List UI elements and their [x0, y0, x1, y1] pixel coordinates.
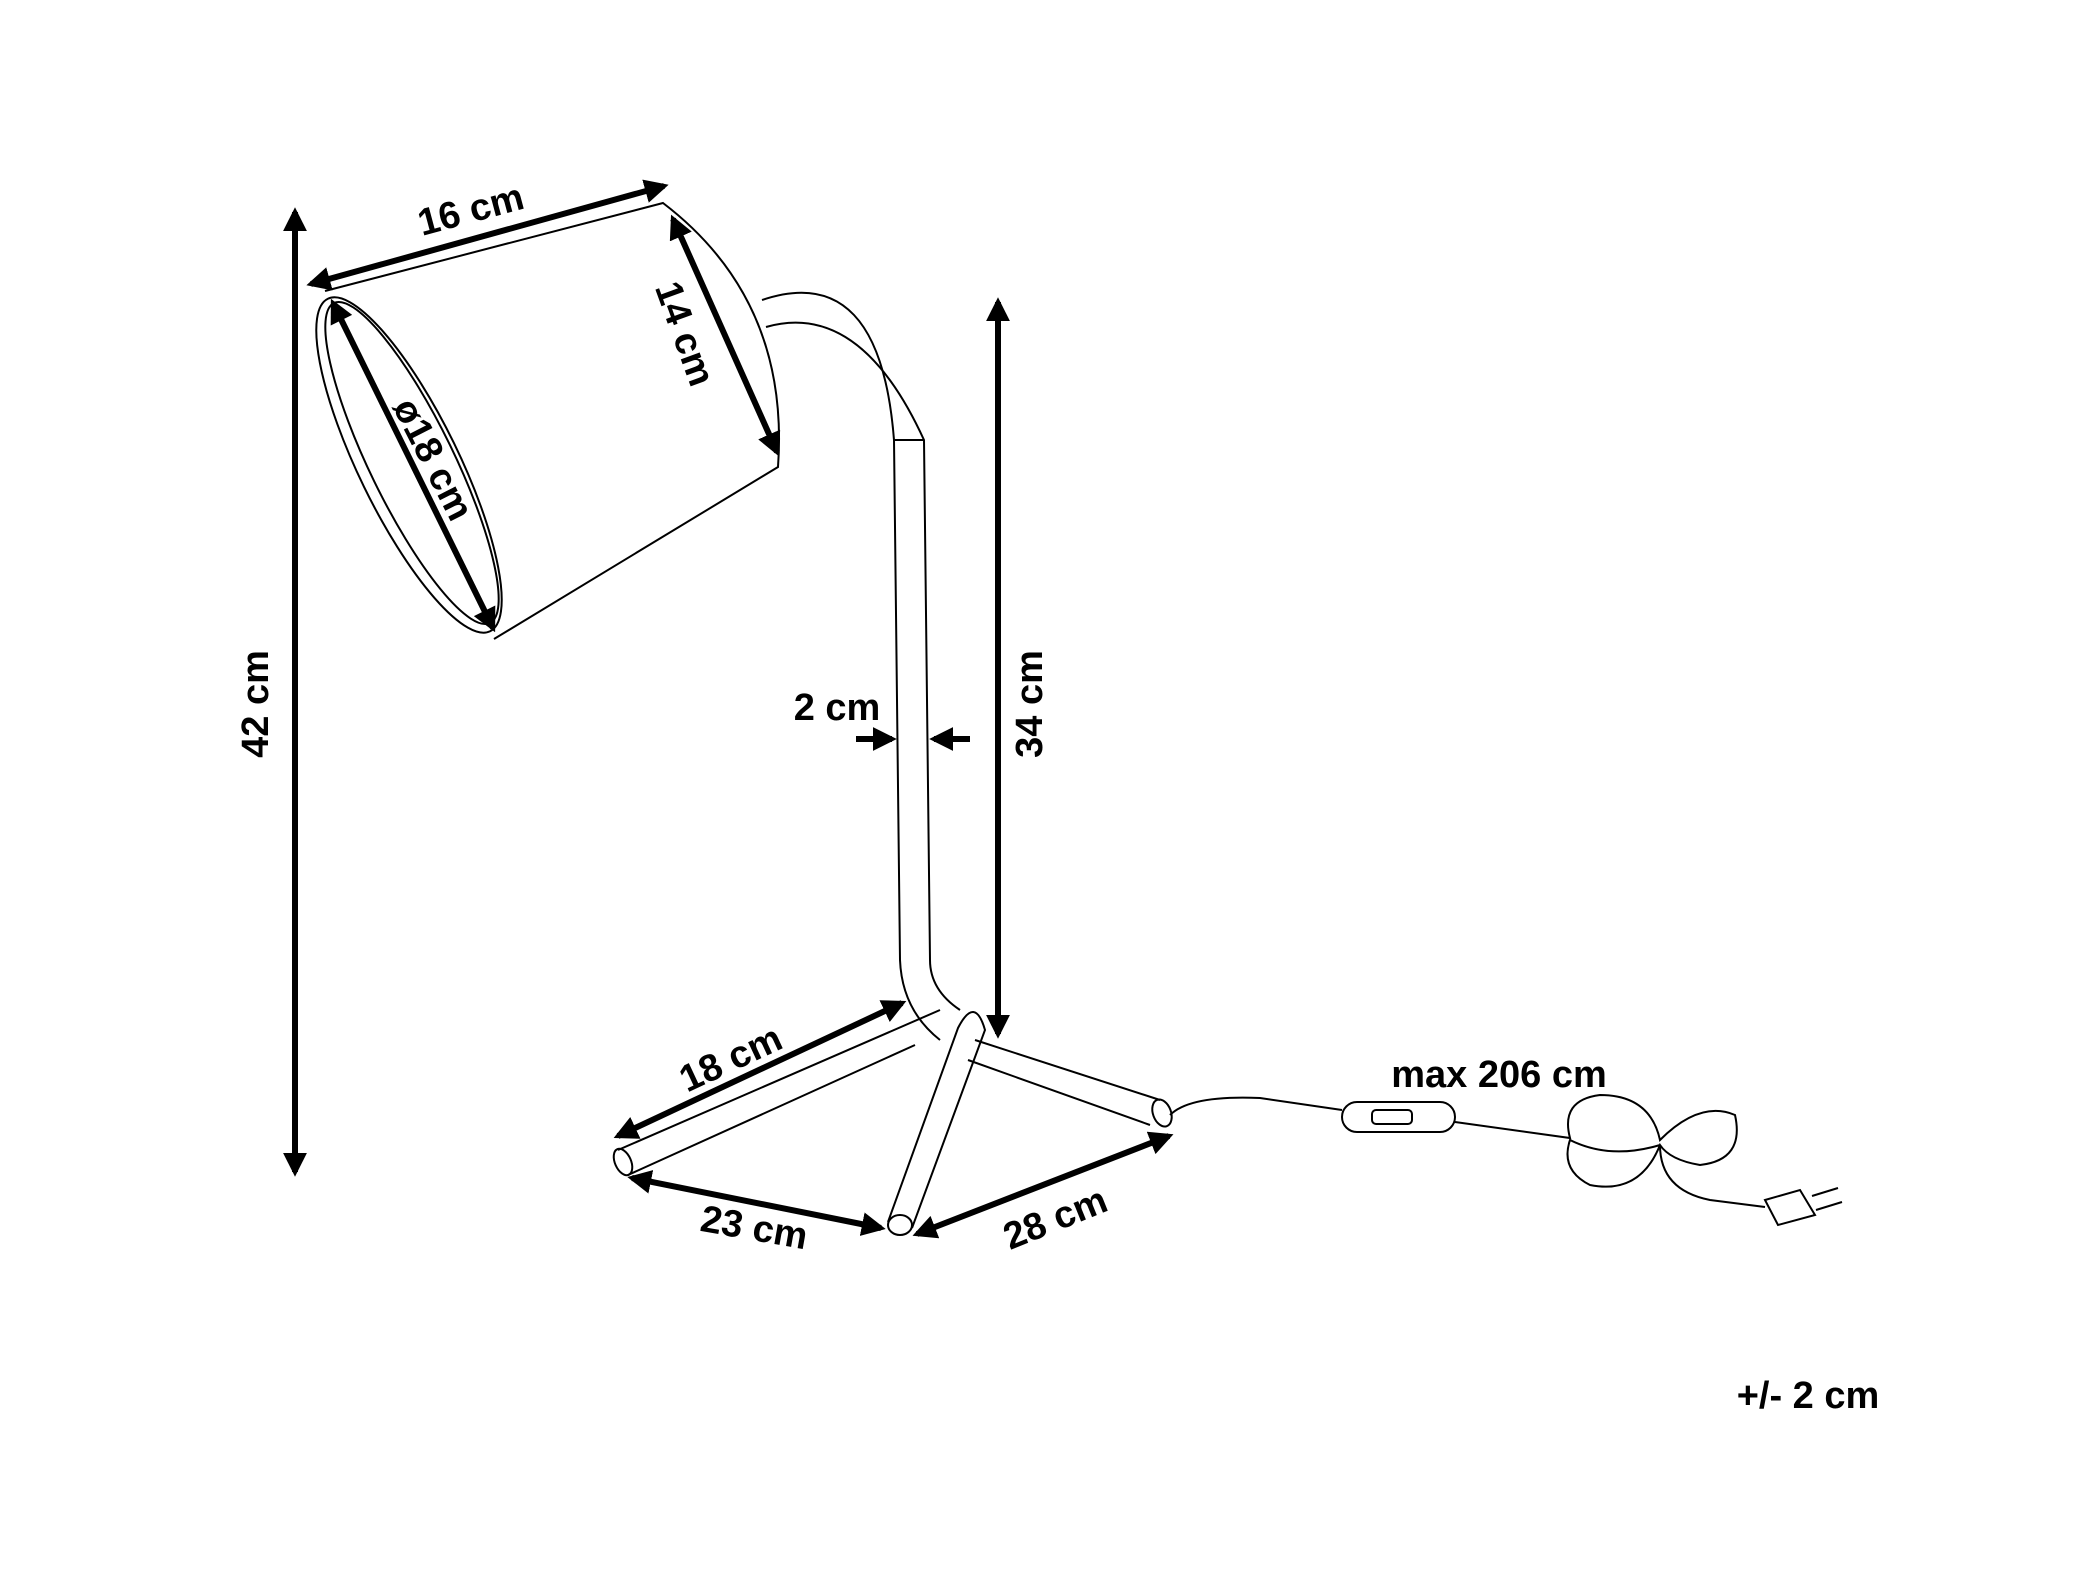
stem-height-label: 34 cm: [1009, 650, 1051, 758]
leg-front-left-label: 23 cm: [697, 1198, 810, 1258]
power-cable: [1169, 1093, 1843, 1227]
lamp-arm: [761, 291, 961, 1041]
leg-back-label: 18 cm: [673, 1017, 788, 1101]
shade-small-diameter-label: 14 cm: [646, 276, 722, 392]
tolerance-label: +/- 2 cm: [1737, 1375, 1880, 1417]
cable-length-label: max 206 cm: [1391, 1054, 1607, 1096]
shade-length-label: 16 cm: [413, 176, 528, 244]
plug-icon: [1763, 1188, 1817, 1227]
switch-icon: [1341, 1101, 1456, 1133]
leg-front-right-label: 28 cm: [998, 1179, 1114, 1258]
stem-width-label: 2 cm: [794, 687, 881, 729]
dimension-arrows: [283, 179, 1174, 1239]
total-height-label: 42 cm: [235, 650, 277, 758]
